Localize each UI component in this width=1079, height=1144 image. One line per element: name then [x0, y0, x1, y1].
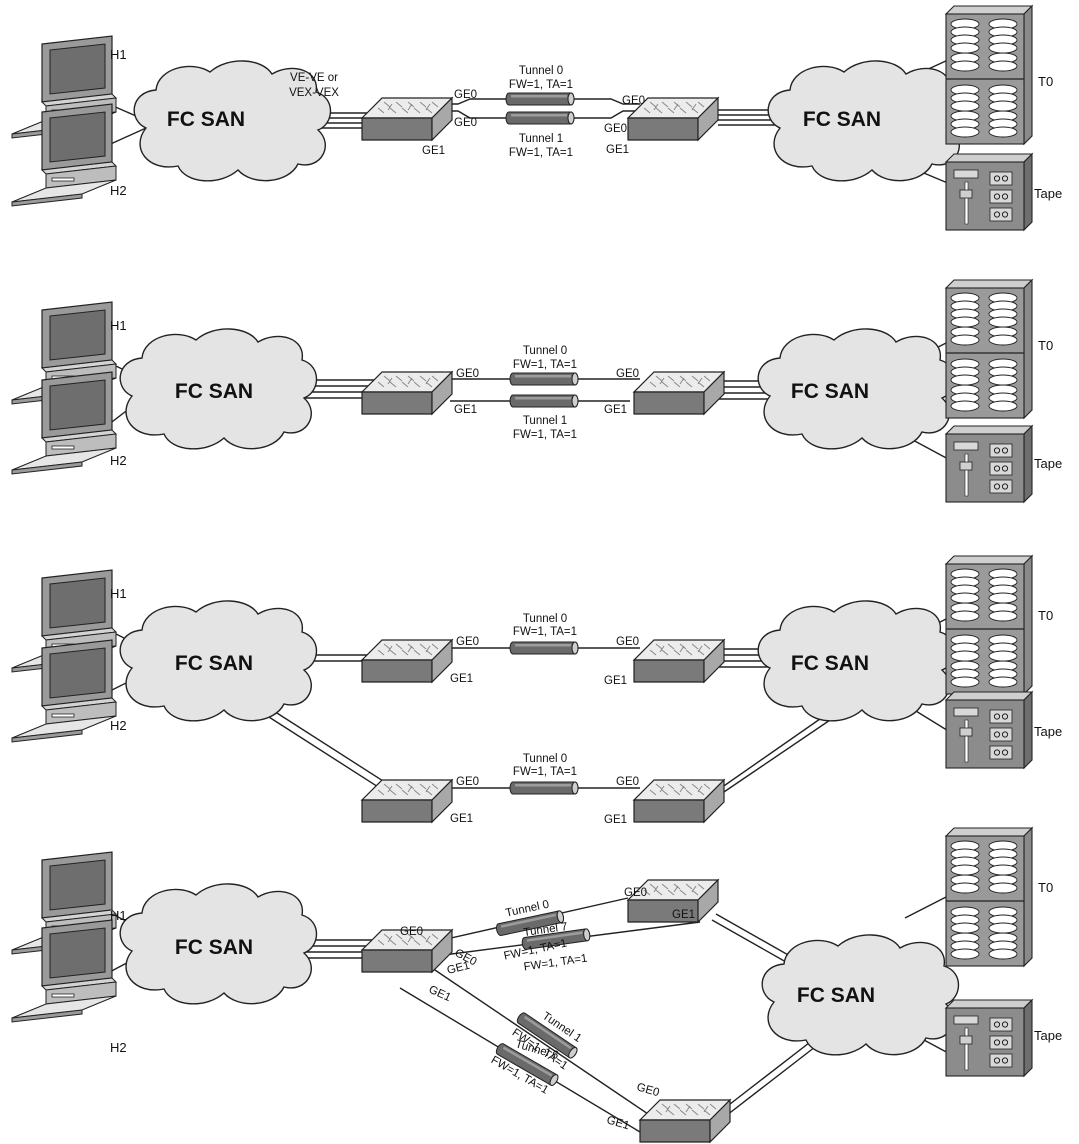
port-label: GE1	[672, 909, 695, 921]
host-label: H1	[110, 47, 127, 62]
cloud-label: FC SAN	[791, 652, 869, 675]
host-label: H2	[110, 183, 127, 198]
port-label: GE0	[400, 926, 423, 938]
host-label: H2	[110, 718, 127, 733]
tunnel-icon	[505, 111, 575, 125]
tunnel-label: Tunnel 0	[523, 345, 567, 357]
tunnel-icon	[509, 641, 579, 655]
disk-array-icon	[945, 827, 1033, 967]
port-label: GE0	[456, 776, 479, 788]
tunnel-icon	[509, 394, 579, 408]
cloud-label: FC SAN	[175, 652, 253, 675]
tunnel-params: FW=1, TA=1	[513, 626, 577, 638]
tape-library-icon	[945, 691, 1033, 769]
router-icon	[361, 639, 453, 683]
port-label: GE0	[456, 368, 479, 380]
tunnel-params: FW=1, TA=1	[513, 429, 577, 441]
port-label: GE1	[427, 984, 453, 1004]
tape-library-icon	[945, 153, 1033, 231]
port-label: GE1	[605, 1114, 630, 1132]
port-label: GE1	[422, 145, 445, 157]
port-label: GE0	[604, 123, 627, 135]
host-h2-icon	[11, 371, 117, 475]
target-label: T0	[1038, 880, 1053, 895]
disk-array-icon	[945, 5, 1033, 145]
disk-array-icon	[945, 279, 1033, 419]
cloud-label: FC SAN	[175, 936, 253, 959]
tunnel-label: Tunnel 1	[523, 415, 567, 427]
ve-label-line-2: VEX-VEX	[289, 87, 339, 99]
cloud-label: FC SAN	[803, 108, 881, 131]
port-label: GE1	[446, 960, 471, 977]
router-icon	[639, 1099, 731, 1143]
host-h2-icon	[11, 103, 117, 207]
router-icon	[361, 779, 453, 823]
port-label: GE1	[604, 404, 627, 416]
port-label: GE0	[624, 887, 647, 899]
port-label: GE1	[604, 675, 627, 687]
target-label: Tape	[1034, 724, 1062, 739]
target-label: Tape	[1034, 1028, 1062, 1043]
tunnel-label: Tunnel 0	[519, 65, 563, 77]
ve-label-line-1: VE-VE or	[290, 72, 338, 84]
tunnel-label: Tunnel 0	[523, 613, 567, 625]
host-label: H1	[110, 318, 127, 333]
host-h2-icon	[11, 919, 117, 1023]
tunnel-icon	[509, 781, 579, 795]
port-label: GE1	[450, 673, 473, 685]
tape-library-icon	[945, 425, 1033, 503]
tape-library-icon	[945, 999, 1033, 1077]
host-h2-icon	[11, 639, 117, 743]
port-label: GE0	[454, 117, 477, 129]
port-label: GE1	[450, 813, 473, 825]
port-label: GE0	[635, 1081, 660, 1099]
cloud-label: FC SAN	[791, 380, 869, 403]
router-icon	[633, 639, 725, 683]
panel-3: H1 H2 FC SAN FC SAN Tunnel 0 FW=1, TA=1 …	[11, 555, 1062, 826]
panel-2: H1 H2 FC SAN FC SAN Tunnel 0 FW=1, TA=1 …	[11, 279, 1062, 503]
port-label: GE0	[616, 636, 639, 648]
tunnel-icon	[505, 92, 575, 106]
router-icon	[633, 371, 725, 415]
panel-1: H1 H2 FC SAN FC SAN VE-VE or VEX-VEX Tun…	[11, 5, 1062, 231]
port-label: GE1	[454, 404, 477, 416]
disk-array-icon	[945, 555, 1033, 695]
port-label: GE0	[622, 95, 645, 107]
tunnel-icon	[509, 372, 579, 386]
port-label: GE0	[454, 89, 477, 101]
port-label: GE0	[456, 636, 479, 648]
panel-4: Tunnel 0 FW=1, TA=1 Tunnel 7 FW=1, TA=1 …	[11, 827, 1062, 1143]
target-label: T0	[1038, 74, 1053, 89]
cloud-label: FC SAN	[167, 108, 245, 131]
router-icon	[633, 779, 725, 823]
host-label: H2	[110, 1040, 127, 1055]
port-label: GE0	[616, 368, 639, 380]
target-label: Tape	[1034, 456, 1062, 471]
router-icon	[361, 371, 453, 415]
tunnel-params: FW=1, TA=1	[509, 79, 573, 91]
host-label: H1	[110, 908, 127, 923]
cloud-label: FC SAN	[175, 380, 253, 403]
tunnel-label: Tunnel 0	[523, 753, 567, 765]
target-label: Tape	[1034, 186, 1062, 201]
tunnel-params: FW=1, TA=1	[509, 147, 573, 159]
target-label: T0	[1038, 608, 1053, 623]
port-label: GE0	[616, 776, 639, 788]
port-label: GE1	[604, 814, 627, 826]
port-label: GE1	[606, 144, 629, 156]
host-label: H1	[110, 586, 127, 601]
host-label: H2	[110, 453, 127, 468]
cloud-label: FC SAN	[797, 984, 875, 1007]
router-icon	[361, 97, 453, 141]
tunnel-label: Tunnel 1	[519, 133, 563, 145]
target-label: T0	[1038, 338, 1053, 353]
tunnel-params: FW=1, TA=1	[513, 359, 577, 371]
tunnel-params: FW=1, TA=1	[513, 766, 577, 778]
